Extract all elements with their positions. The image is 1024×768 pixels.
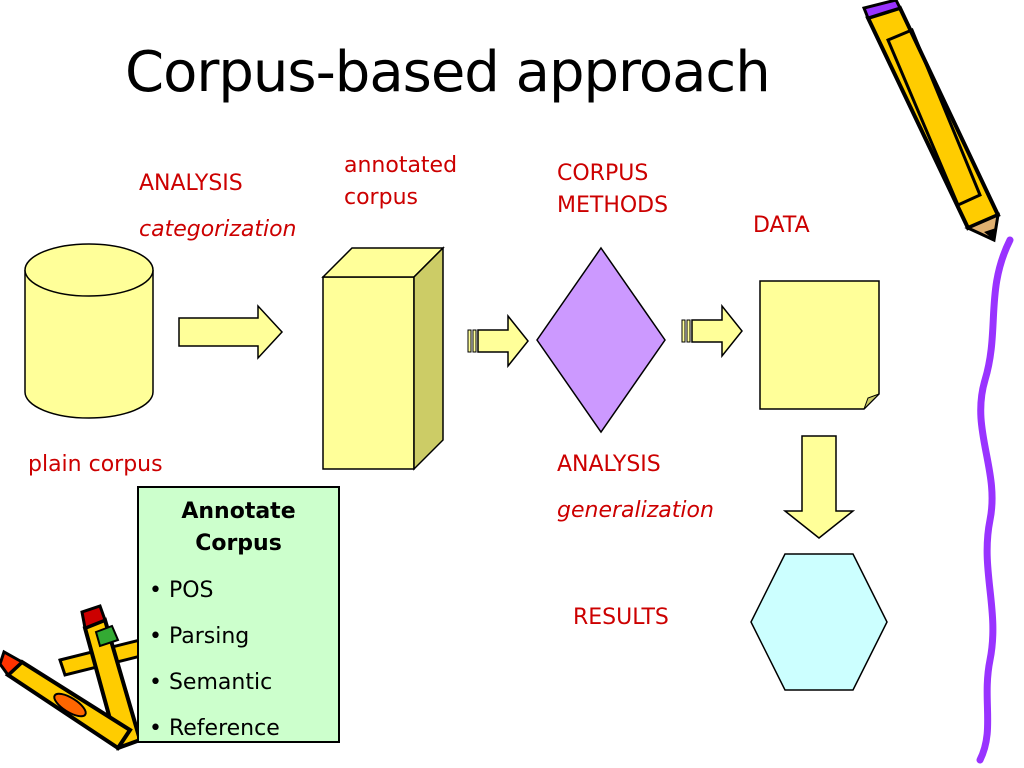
data-label: DATA [753,213,810,238]
analysis-bottom-label: ANALYSIS [557,452,661,477]
plain-corpus-label: plain corpus [28,452,163,477]
annotated-corpus-box [321,246,445,471]
annotate-corpus-box: Annotate Corpus • POS • Parsing • Semant… [137,486,340,743]
corpus-methods-line1: CORPUS [557,161,649,186]
arrow-down [782,435,856,539]
results-hexagon [750,553,888,691]
annotate-title-line1: Annotate [181,499,296,524]
annotate-title-line2: Corpus [195,531,282,556]
arrow-right-2 [467,313,529,369]
decorative-wave [976,236,1014,764]
categorization-label: categorization [139,217,297,242]
corpus-methods-diamond [536,246,666,434]
list-item-reference: • Reference [149,716,280,741]
results-label: RESULTS [573,605,669,630]
annotate-list: • POS • Parsing • Semantic • Reference [149,568,280,752]
generalization-label: generalization [557,498,714,523]
list-item-semantic: • Semantic [149,670,273,695]
arrow-right-3 [681,303,743,359]
arrow-right-1 [178,304,284,360]
data-page [759,280,880,410]
page-title: Corpus-based approach [125,40,771,105]
pencil-icon [861,0,1001,243]
corpus-methods-line2: METHODS [557,193,669,218]
plain-corpus-cylinder [24,243,154,419]
analysis-top-label: ANALYSIS [139,171,243,196]
list-item-parsing: • Parsing [149,624,250,649]
annotated-label-line2: corpus [344,185,418,210]
annotated-label-line1: annotated [344,153,458,178]
list-item-pos: • POS [149,578,214,603]
annotate-box-title: Annotate Corpus [139,496,338,560]
crayons-icon [0,604,147,751]
